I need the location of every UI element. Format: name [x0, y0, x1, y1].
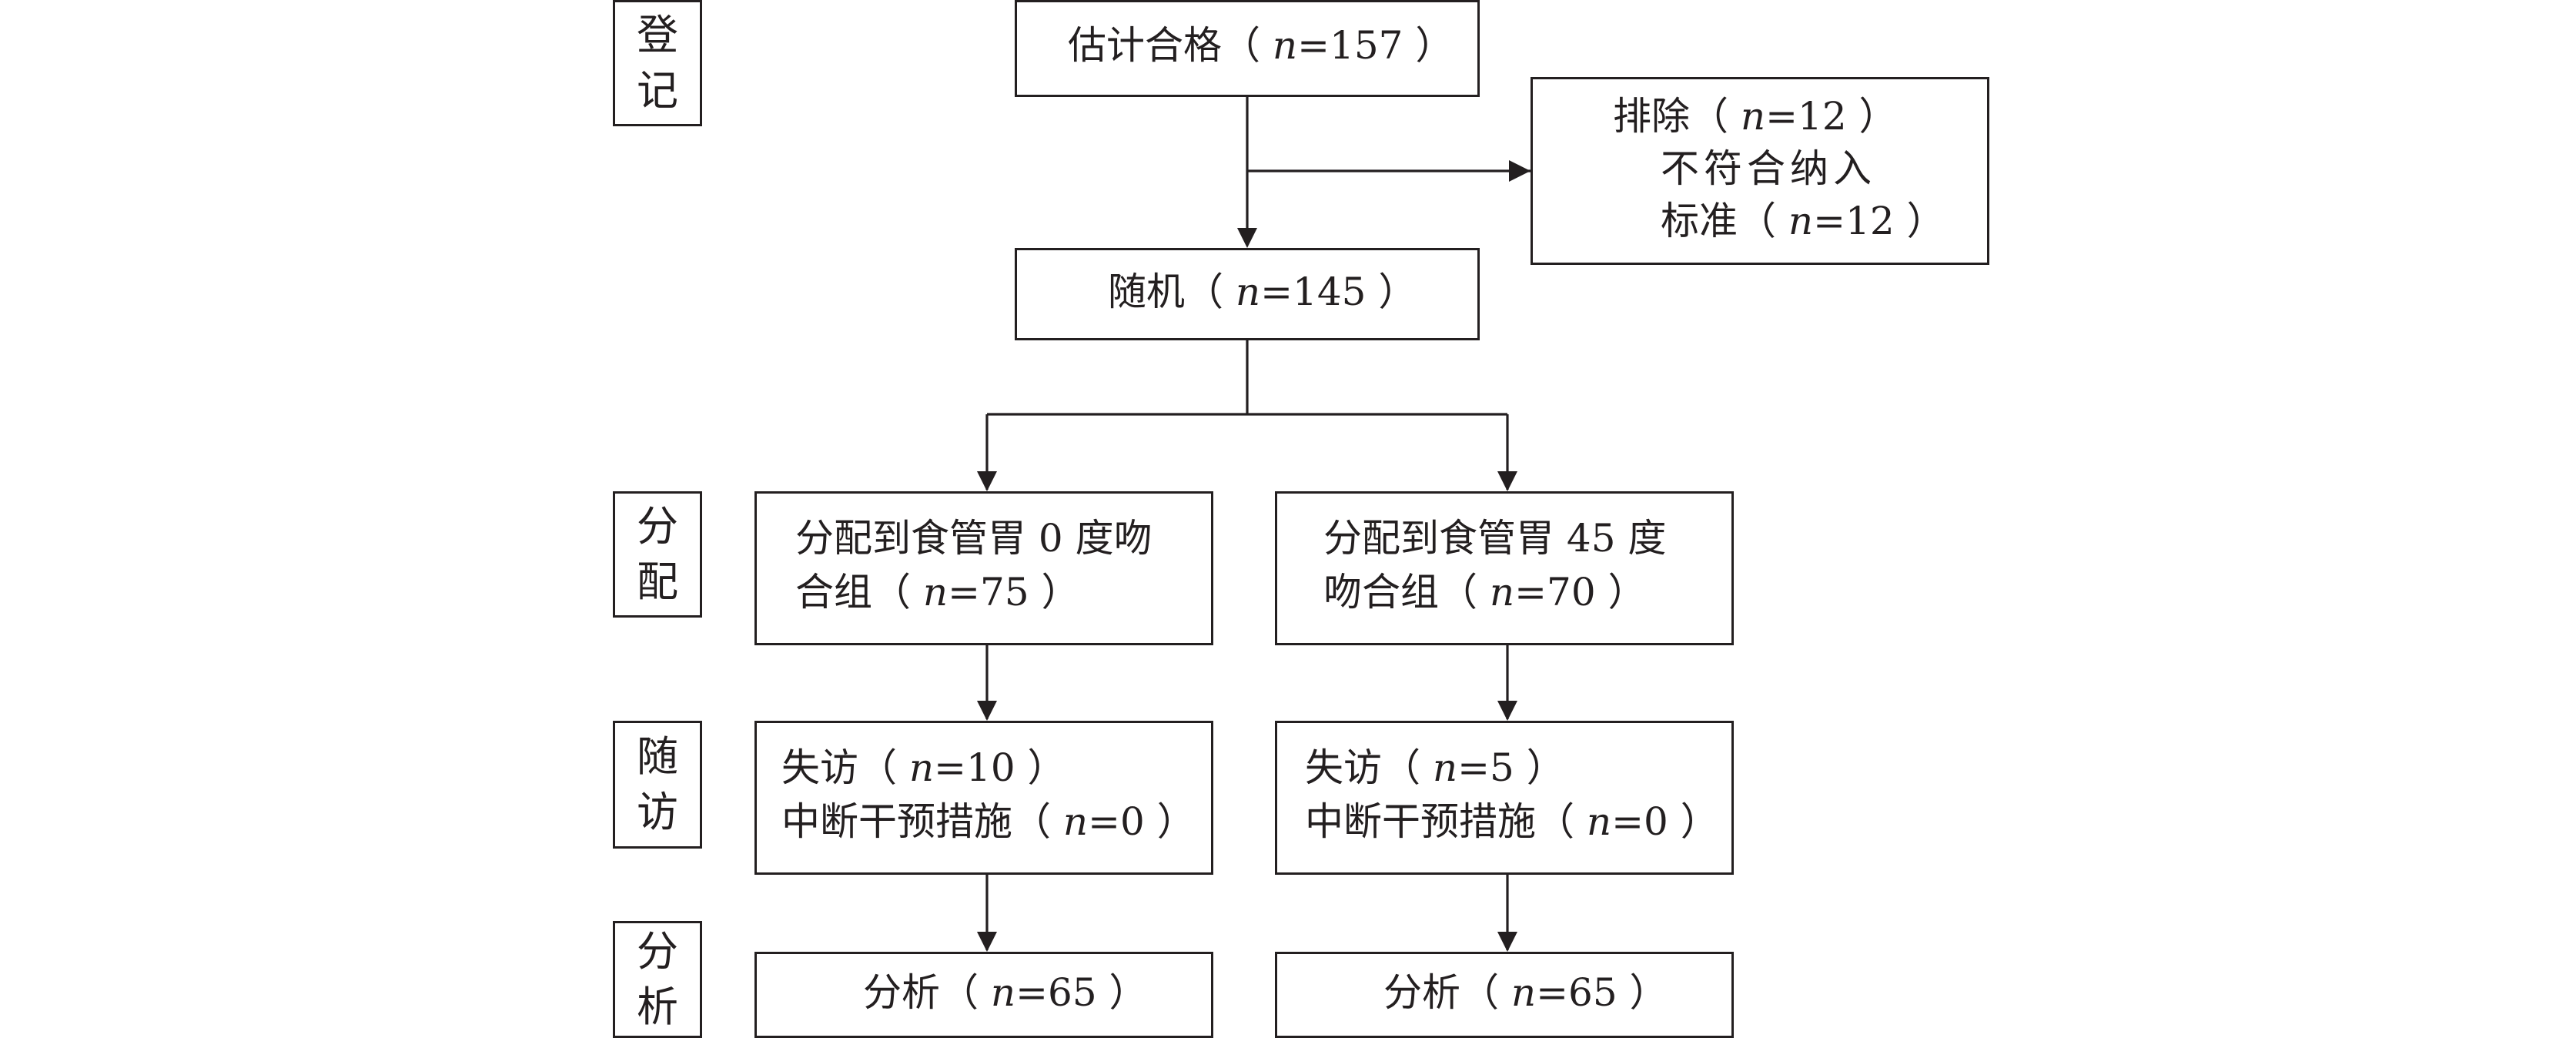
node-alloc-45: 分配到食管胃 45 度 吻合组（ n=70 ）	[1275, 491, 1734, 645]
node-alloc-0: 分配到食管胃 0 度吻 合组（ n=75 ）	[754, 491, 1213, 645]
node-analysis-45: 分析（ n=65 ）	[1275, 952, 1734, 1038]
stage-follow-up-char-2: 访	[637, 788, 678, 836]
stage-allocation-char-1: 分	[637, 502, 678, 551]
node-excluded-line-3: 标准（ n=12 ）	[1661, 199, 1945, 243]
stage-analysis-char-1: 分	[637, 927, 678, 976]
stage-enrollment: 登 记	[613, 0, 702, 126]
stage-follow-up-char-1: 随	[637, 732, 678, 781]
node-analysis-0: 分析（ n=65 ）	[754, 952, 1213, 1038]
stage-follow-up: 随 访	[613, 721, 702, 849]
node-alloc-45-line-2: 吻合组（ n=70 ）	[1323, 570, 1647, 614]
node-excluded-line-1: 排除（ n=12 ）	[1613, 94, 1898, 139]
arrowhead-to-follow-0	[977, 701, 997, 721]
node-alloc-0-line-1: 分配到食管胃 0 度吻	[795, 516, 1153, 561]
node-follow-45-line-1: 失访（ n=5 ）	[1305, 745, 1565, 790]
arrowhead-to-randomized	[1237, 228, 1257, 248]
node-excluded: 排除（ n=12 ） 不符合纳入 标准（ n=12 ）	[1531, 77, 1989, 265]
node-randomized-line-1: 随机（ n=145 ）	[1108, 270, 1417, 314]
node-randomized: 随机（ n=145 ）	[1015, 248, 1480, 340]
node-alloc-45-line-1: 分配到食管胃 45 度	[1323, 516, 1667, 561]
stage-analysis: 分 析	[613, 921, 702, 1038]
node-follow-0-line-2: 中断干预措施（ n=0 ）	[781, 799, 1196, 844]
node-follow-0: 失访（ n=10 ） 中断干预措施（ n=0 ）	[754, 721, 1213, 875]
node-follow-0-line-1: 失访（ n=10 ）	[781, 745, 1066, 790]
stage-allocation-char-2: 配	[637, 558, 678, 606]
stage-enrollment-char-1: 登	[637, 11, 678, 59]
node-eligible: 估计合格（ n=157 ）	[1015, 0, 1480, 97]
node-analysis-45-line-1: 分析（ n=65 ）	[1383, 970, 1668, 1015]
node-analysis-0-line-1: 分析（ n=65 ）	[863, 970, 1148, 1015]
node-follow-45: 失访（ n=5 ） 中断干预措施（ n=0 ）	[1275, 721, 1734, 875]
arrowhead-to-alloc-45	[1497, 471, 1517, 491]
arrowhead-to-excluded	[1509, 160, 1531, 182]
arrowhead-to-follow-45	[1497, 701, 1517, 721]
stage-allocation: 分 配	[613, 491, 702, 618]
arrowhead-to-analysis-45	[1497, 932, 1517, 952]
node-eligible-line-1: 估计合格（ n=157 ）	[1068, 23, 1454, 68]
node-follow-45-line-2: 中断干预措施（ n=0 ）	[1305, 799, 1719, 844]
node-excluded-line-2: 不符合纳入	[1661, 146, 1876, 191]
stage-analysis-char-2: 析	[637, 983, 678, 1031]
arrowhead-to-analysis-0	[977, 932, 997, 952]
node-alloc-0-line-2: 合组（ n=75 ）	[795, 570, 1080, 614]
arrowhead-to-alloc-0	[977, 471, 997, 491]
stage-enrollment-char-2: 记	[637, 66, 678, 115]
